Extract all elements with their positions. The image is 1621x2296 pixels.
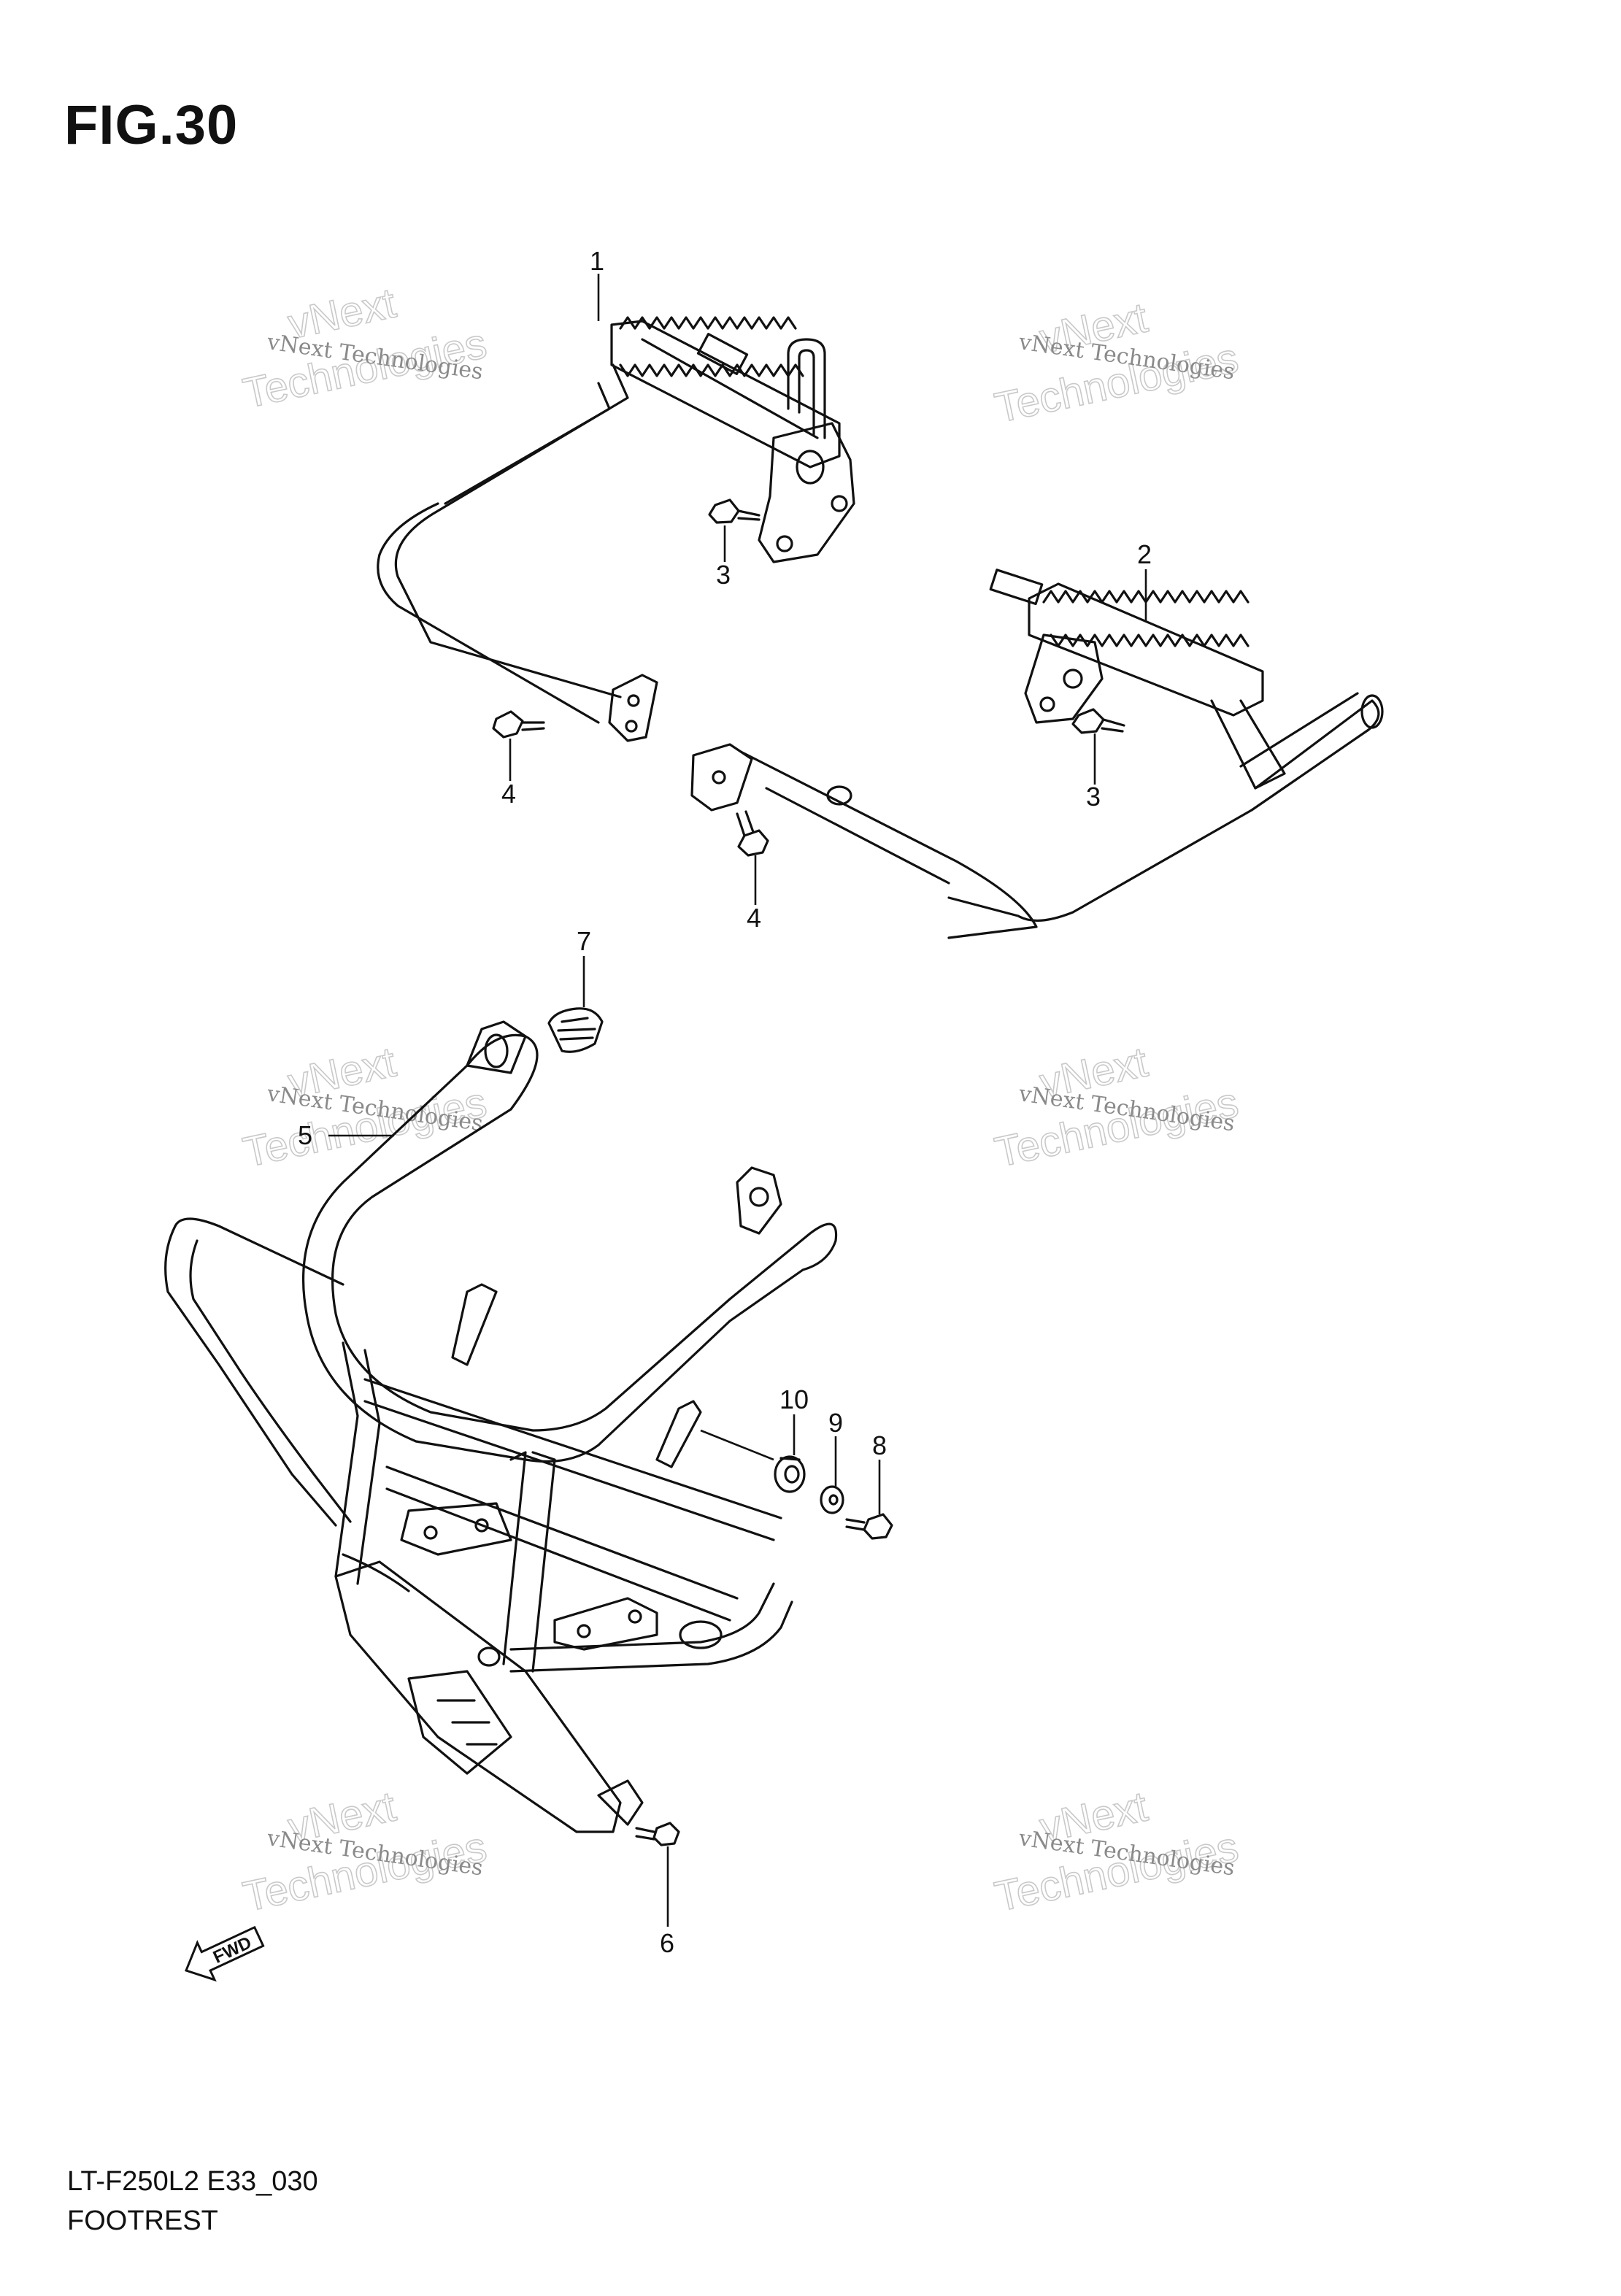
callout-8: 8: [872, 1430, 887, 1460]
callout-4-right: 4: [747, 903, 761, 933]
callout-3-lower: 3: [1086, 782, 1101, 812]
bolt-4-left: [492, 710, 545, 739]
callout-4-left: 4: [501, 779, 516, 809]
watermark-top-left: Technologies vNext: [239, 279, 491, 418]
right-footrest-assembly: [690, 569, 1384, 939]
collar-part-10: [774, 1455, 806, 1493]
front-guard-assembly: [164, 1020, 838, 1833]
callout-7: 7: [577, 926, 591, 956]
callout-3-upper: 3: [716, 560, 731, 590]
callout-5: 5: [298, 1120, 312, 1150]
bolt-4-right: [736, 810, 769, 857]
model-code: LT-F250L2 E33_030: [67, 2166, 318, 2197]
callout-6: 6: [660, 1928, 674, 1958]
callout-9: 9: [828, 1408, 843, 1438]
left-footrest-assembly: [377, 316, 855, 742]
cap-part-7: [547, 1007, 604, 1053]
bolt-part-6: [635, 1822, 680, 1846]
bolt-3-lower: [1071, 708, 1125, 734]
washer-part-9: [820, 1485, 844, 1514]
bolt-3-upper: [708, 498, 761, 524]
section-name: FOOTREST: [67, 2206, 218, 2236]
callout-leaders: [328, 274, 1147, 1927]
callout-2: 2: [1137, 539, 1152, 569]
figure-title: FIG.30: [64, 94, 239, 156]
forward-direction-arrow: FWD: [185, 1925, 265, 1982]
callout-1: 1: [590, 246, 604, 276]
bolt-part-8: [845, 1513, 893, 1540]
callout-10: 10: [779, 1384, 809, 1414]
